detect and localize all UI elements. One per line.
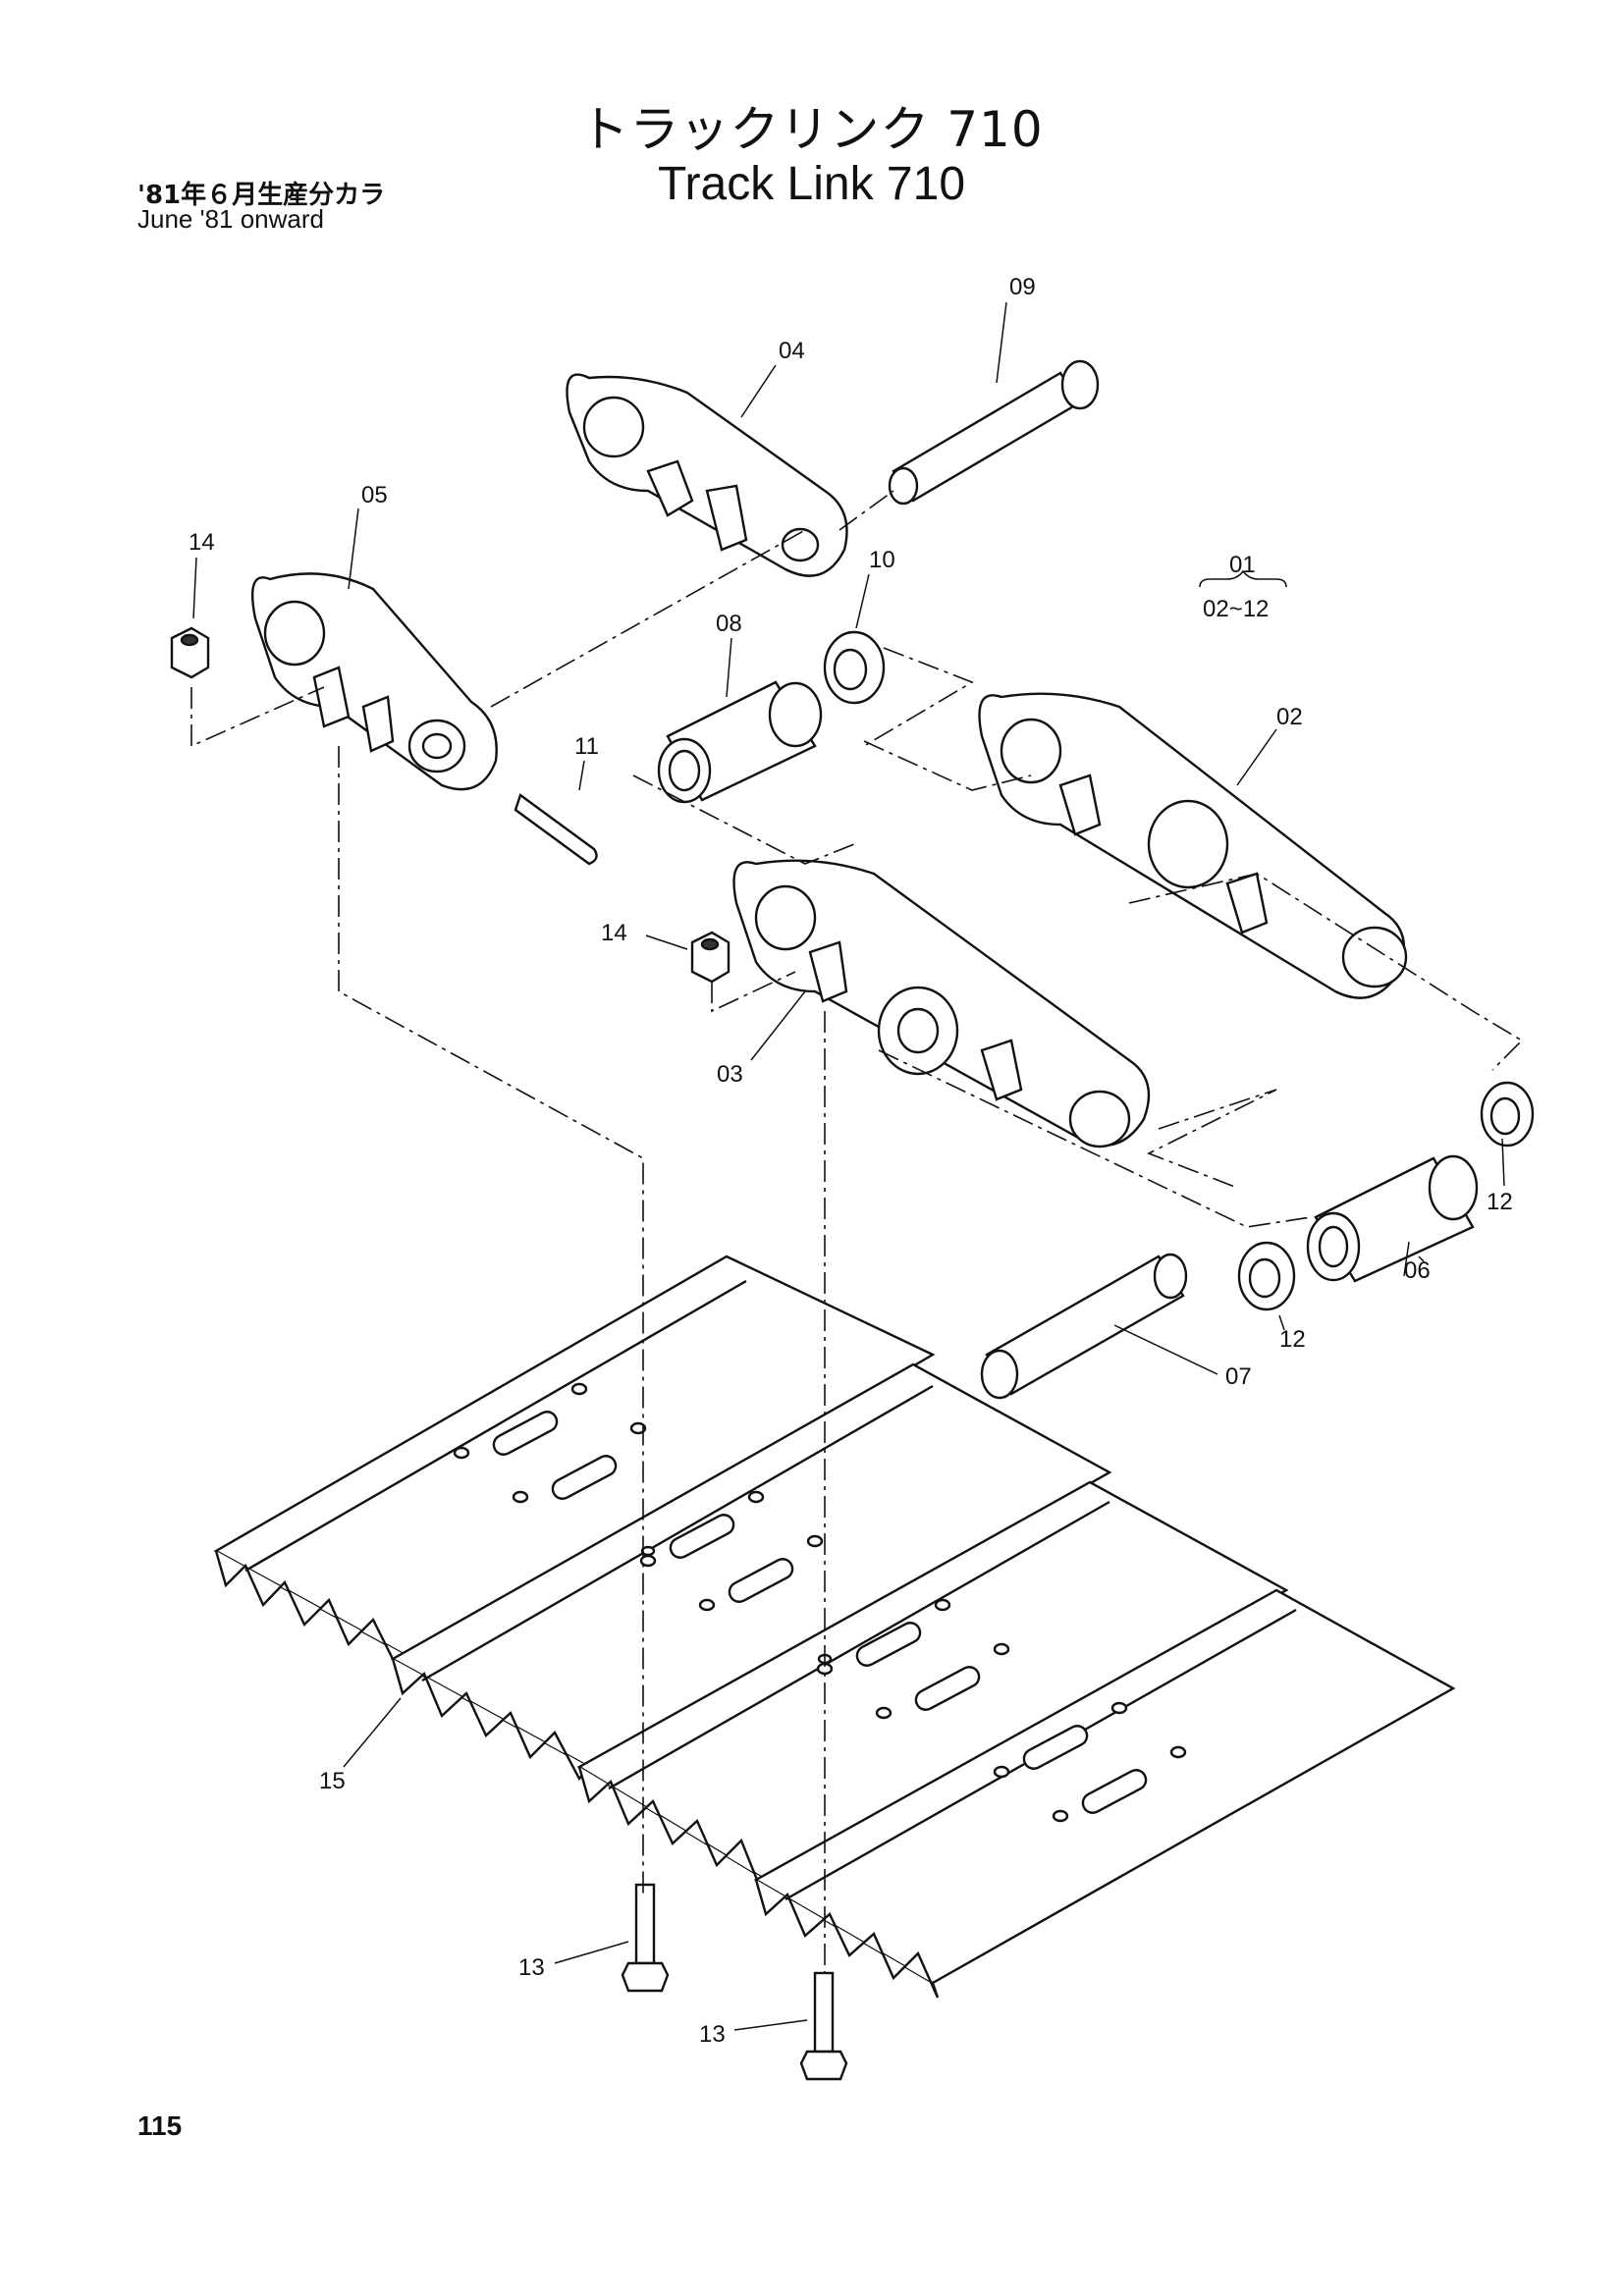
track-link-05 <box>251 572 498 791</box>
seal-12-lower <box>1237 1241 1296 1311</box>
callout-07: 07 <box>1225 1363 1252 1390</box>
callout-13-right: 13 <box>699 2021 726 2048</box>
nut-14-left <box>170 626 210 679</box>
assembly-label-children: 02~12 <box>1203 596 1269 622</box>
callout-11: 11 <box>574 733 599 760</box>
production-note-japanese: '81年６月生産分カラ <box>137 181 386 210</box>
nut-14-center <box>690 931 730 984</box>
callout-12-lower: 12 <box>1279 1326 1306 1353</box>
callout-14-left: 14 <box>189 529 215 556</box>
seal-10 <box>823 630 886 705</box>
production-note-english: June '81 onward <box>137 204 324 234</box>
track-link-04 <box>566 373 848 577</box>
callout-06: 06 <box>1404 1257 1431 1284</box>
callout-04: 04 <box>779 338 805 364</box>
callout-13-left: 13 <box>518 1954 545 1981</box>
bolt-13-right <box>799 1971 848 2081</box>
track-link-03 <box>732 859 1151 1148</box>
title-english: Track Link 710 <box>657 158 966 210</box>
bushing-08 <box>657 680 823 804</box>
callout-09: 09 <box>1009 274 1036 300</box>
pin-07 <box>980 1253 1188 1400</box>
callout-02: 02 <box>1276 704 1303 730</box>
callout-05: 05 <box>361 482 388 508</box>
seal-12-upper <box>1480 1081 1535 1148</box>
bushing-06 <box>1306 1154 1479 1283</box>
callout-08: 08 <box>716 611 742 637</box>
callout-12-right: 12 <box>1487 1189 1513 1215</box>
track-link-02 <box>978 692 1408 999</box>
spring-pin-11 <box>514 793 598 866</box>
callout-14-center: 14 <box>601 920 627 946</box>
assembly-label-parent: 01 <box>1229 552 1256 578</box>
bolt-13-left <box>621 1883 670 1993</box>
callout-10: 10 <box>869 547 895 573</box>
callout-03: 03 <box>717 1061 743 1088</box>
callout-15: 15 <box>319 1768 346 1794</box>
pin-09 <box>888 359 1100 506</box>
page-number: 115 <box>137 2110 183 2141</box>
track-shoe-plates <box>213 1255 1456 1999</box>
assembly-brace <box>1199 569 1287 588</box>
title-japanese: トラックリンク 710 <box>579 101 1044 158</box>
